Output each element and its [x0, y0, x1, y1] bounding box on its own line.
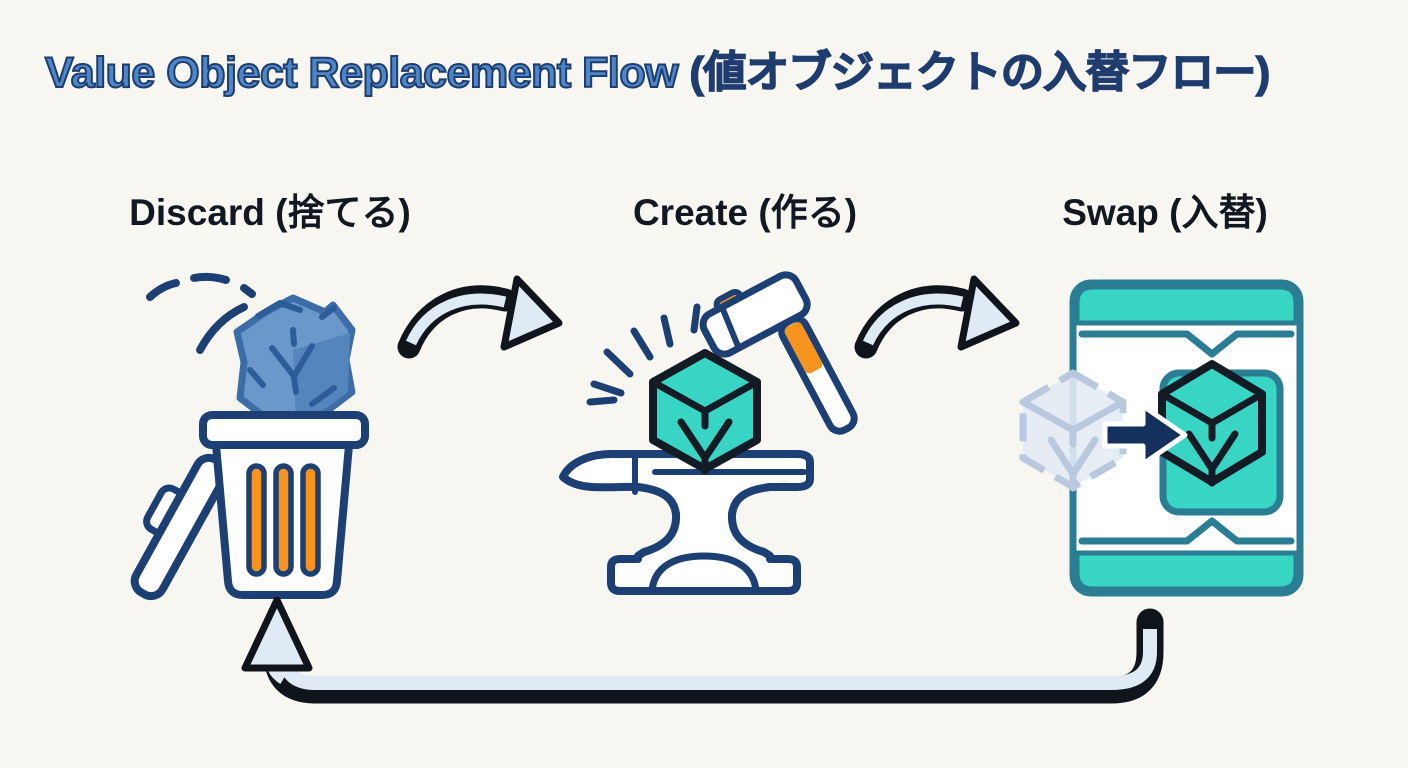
arrow-create-to-swap-icon [854, 275, 1020, 359]
ghost-cube-icon [1019, 369, 1127, 492]
hammer-icon [699, 271, 858, 435]
crumpled-cube-icon [233, 294, 356, 434]
replacement-arrow-icon [1102, 403, 1188, 467]
anvil-icon [559, 450, 814, 595]
loop-back-arrow-icon [241, 596, 1164, 704]
sparks-icon [586, 303, 701, 406]
teal-cube-icon [649, 349, 761, 475]
trash-lid-icon [130, 453, 230, 601]
trash-can-icon [130, 411, 369, 601]
page-title-japanese: (値オブジェクトの入替フロー) [689, 48, 1271, 98]
motion-lines-icon [146, 272, 256, 354]
arrow-discard-to-create-icon [397, 275, 563, 359]
stage-label-swap: Swap (入替) [1062, 192, 1268, 233]
new-cube-icon [1158, 360, 1266, 487]
stage-label-create: Create (作る) [632, 192, 858, 233]
trash-slats-icon [246, 463, 321, 577]
swap-illustration [1019, 279, 1304, 597]
page-title-english: Value Object Replacement Flow [44, 48, 690, 98]
create-illustration [559, 271, 858, 595]
stage-label-discard: Discard (捨てる) [129, 192, 411, 233]
page-title: Value Object Replacement Flow (値オブジェクトの入… [44, 38, 1271, 100]
discard-illustration [130, 272, 369, 601]
